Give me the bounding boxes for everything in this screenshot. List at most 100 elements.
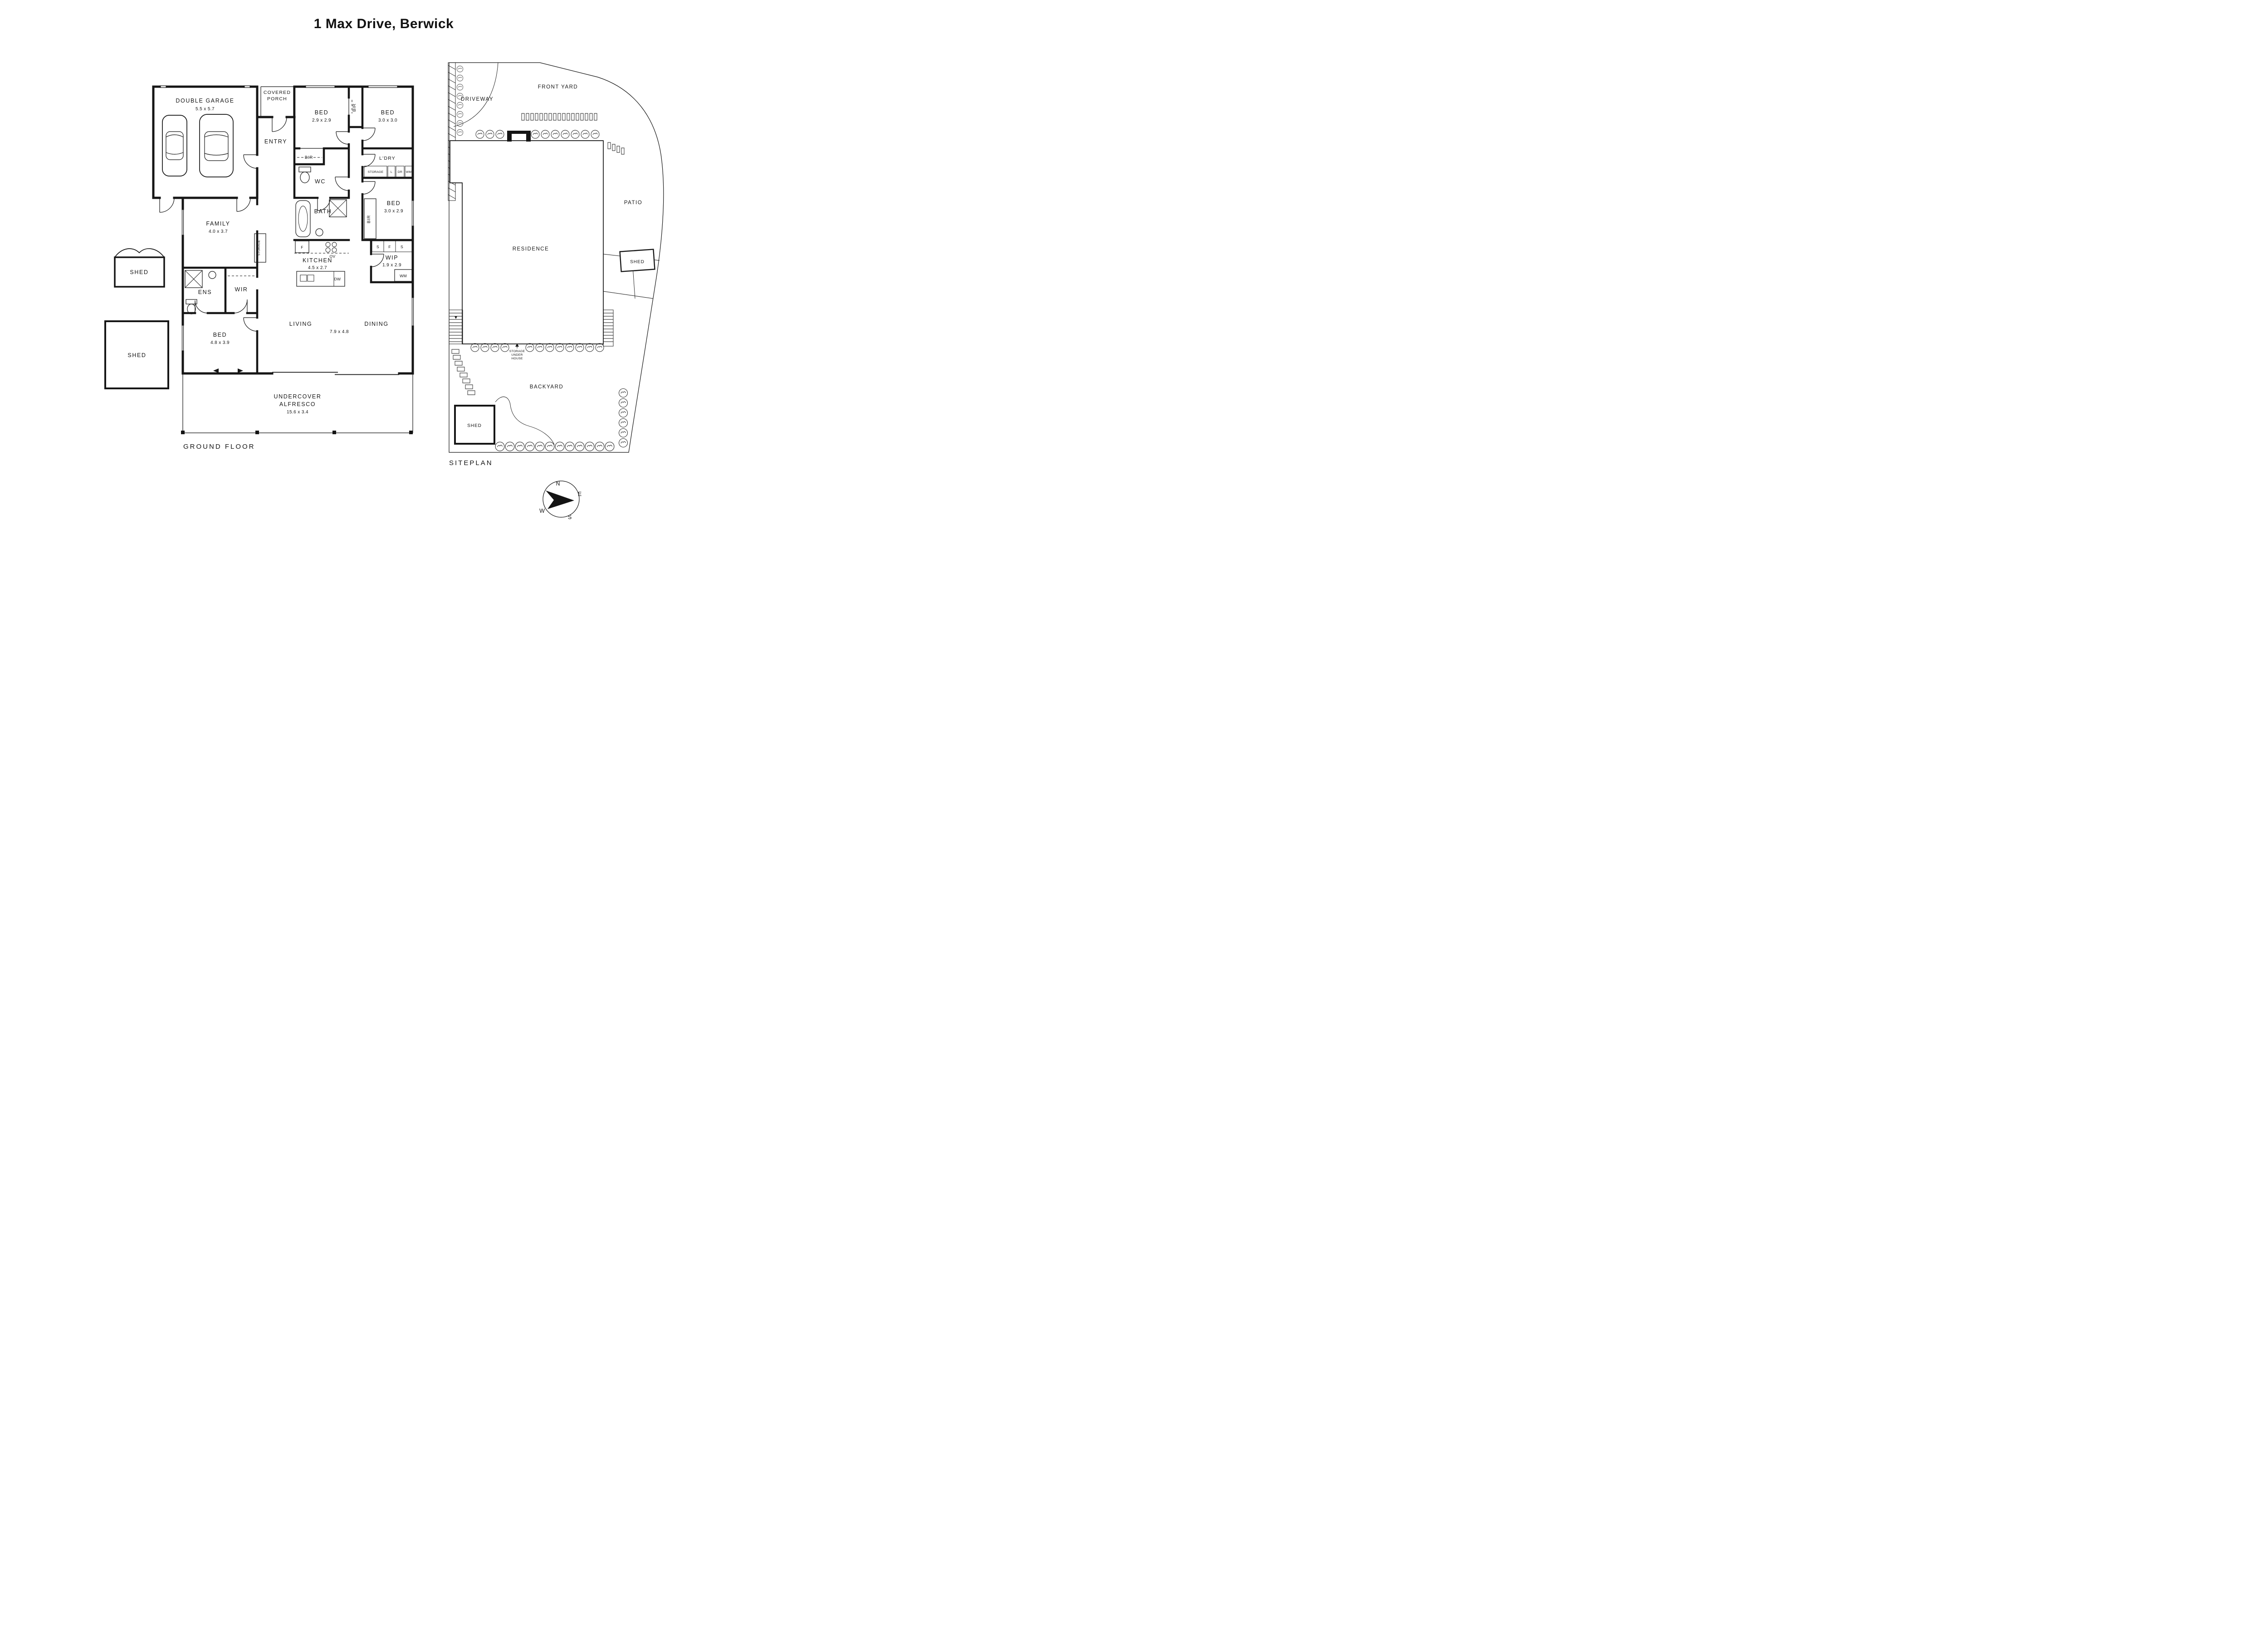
shower-icon <box>329 199 347 217</box>
exterior-walls <box>152 85 414 375</box>
wip-shelves <box>371 240 412 282</box>
bed4-label: BED <box>213 332 227 338</box>
porch-label-1: COVERED <box>264 90 291 95</box>
entry-label: ENTRY <box>264 138 287 145</box>
wip-s1-label: S <box>376 245 379 249</box>
front-yard-label: FRONT YARD <box>538 84 578 90</box>
alfresco-label-2: ALFRESCO <box>279 401 316 407</box>
windows <box>160 85 414 352</box>
shed-upper-label: SHED <box>130 269 148 275</box>
ground-floor-plan: DOUBLE GARAGE 5.5 x 5.7 COVERED PORCH EN… <box>104 85 414 451</box>
page-title: 1 Max Drive, Berwick <box>313 16 454 31</box>
bathtub-icon <box>295 200 311 237</box>
family-label: FAMILY <box>206 221 230 227</box>
bath-label: BATH <box>314 208 332 215</box>
ens-basin-icon <box>208 271 216 279</box>
alfresco-label-1: UNDERCOVER <box>274 393 322 400</box>
bed3-robe <box>364 198 376 239</box>
alfresco-outline <box>181 373 413 434</box>
car-icon <box>199 114 234 177</box>
laundry-cabinets <box>364 166 413 177</box>
ground-floor-section-label: GROUND FLOOR <box>183 443 255 451</box>
ens-shower-icon <box>185 270 203 288</box>
floorplan-page: 1 Max Drive, Berwick <box>0 0 767 543</box>
driveway-label: DRIVEWAY <box>461 97 494 102</box>
hall-storage-closet <box>254 233 266 263</box>
steps-east <box>603 309 614 347</box>
shed-east <box>619 249 655 272</box>
laundry-dryer-label: DR <box>398 171 402 174</box>
wc-label: WC <box>315 178 326 185</box>
compass-icon: N E S W <box>539 481 582 520</box>
residence-label: RESIDENCE <box>513 246 549 252</box>
residence-footprint <box>450 140 604 344</box>
interior-walls <box>181 85 414 375</box>
basin-icon <box>315 228 323 236</box>
living-dining-dims: 7.9 x 4.8 <box>330 329 349 334</box>
laundry-label: L'DRY <box>379 156 396 161</box>
alfresco-dims: 15.6 x 3.4 <box>287 410 308 415</box>
kitchen-dims: 4.5 x 2.7 <box>308 265 327 270</box>
under-house-trees <box>470 343 604 352</box>
shed-south <box>454 405 495 445</box>
bed4-dims: 4.8 x 3.9 <box>210 340 230 345</box>
residence-entry-porch <box>507 131 531 142</box>
site-boundary <box>449 62 664 453</box>
laundry-wm-label: WM <box>406 171 412 174</box>
shed-east-label: SHED <box>630 260 645 265</box>
porch-label-2: PORCH <box>267 96 287 102</box>
robe-fronts <box>299 98 349 149</box>
dw-label: DW <box>334 277 341 281</box>
wip-dims: 1.9 x 2.9 <box>382 263 401 268</box>
shed-lower <box>104 320 169 389</box>
bed2-dims: 3.0 x 3.0 <box>378 118 397 123</box>
wip-f-label: F <box>388 245 391 249</box>
siteplan-section-label: SITEPLAN <box>449 459 493 467</box>
compass-needle <box>546 490 574 509</box>
siteplan-drawing: DRIVEWAY FRONT YARD RESIDENCE PATIO SHED… <box>448 62 664 467</box>
driveway-edge <box>453 62 499 127</box>
shed-lower-label: SHED <box>127 352 146 358</box>
storage-under-house-3: HOUSE <box>511 357 523 360</box>
bir1-label: BIR <box>352 103 357 112</box>
compass-w: W <box>539 508 545 514</box>
island-bench <box>296 271 345 287</box>
compass-s: S <box>568 514 572 520</box>
oven-label: OV <box>330 254 336 259</box>
bed2-label: BED <box>381 109 395 116</box>
storage-under-house-note <box>515 343 519 348</box>
front-yard-trees <box>475 130 600 139</box>
bed3-dims: 3.0 x 2.9 <box>384 209 403 214</box>
bed1-label: BED <box>315 109 329 116</box>
wip-s2-label: S <box>401 245 403 249</box>
laundry-linen-label: L <box>391 171 392 174</box>
backyard-label: BACKYARD <box>530 384 563 390</box>
bir3-label: BIR <box>367 215 371 223</box>
slide-arrow-right-icon <box>238 368 243 373</box>
patio-label: PATIO <box>624 200 642 206</box>
toilet-icon <box>298 167 311 183</box>
floorplan-drawing: DOUBLE GARAGE 5.5 x 5.7 COVERED PORCH EN… <box>104 62 664 520</box>
storage-under-house-2: UNDER <box>511 353 523 357</box>
wip-label: WIP <box>386 255 398 261</box>
compass-e: E <box>578 491 582 497</box>
slide-arrow-left-icon <box>213 368 219 373</box>
porch-outline <box>260 86 294 117</box>
shed-south-label: SHED <box>467 423 482 428</box>
retaining-blocks <box>451 349 475 395</box>
car-icon <box>162 115 187 177</box>
steps-west <box>449 309 463 344</box>
storage-under-house-1: STORAGE <box>509 350 525 353</box>
backyard-trees <box>495 388 628 451</box>
wir-label: WIR <box>235 286 248 293</box>
bir2-label: BIR <box>305 155 313 160</box>
robe-rails <box>228 100 352 276</box>
living-label: LIVING <box>289 321 313 327</box>
ens-toilet-icon <box>186 299 197 314</box>
laundry-storage-label: STORAGE <box>368 171 384 174</box>
garage-dims: 5.5 x 5.7 <box>196 107 215 112</box>
wip-wm-label: WM <box>400 274 407 278</box>
doors <box>159 117 384 332</box>
kitchen-label: KITCHEN <box>303 257 332 264</box>
fridge-label: F <box>301 245 303 250</box>
